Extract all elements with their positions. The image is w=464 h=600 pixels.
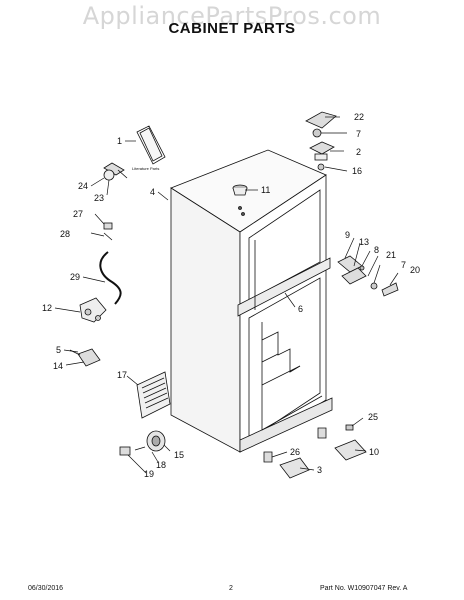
- footer-part-number: Part No. W10907047 Rev. A: [320, 585, 408, 592]
- callout-3: 3: [317, 465, 322, 475]
- footer-date: 06/30/2016: [28, 585, 64, 592]
- callout-16: 16: [352, 166, 362, 176]
- callout-23: 23: [94, 193, 104, 203]
- callout-9: 9: [345, 230, 350, 240]
- callout-19: 19: [144, 469, 154, 479]
- callout-11: 11: [261, 185, 270, 195]
- callout-7a: 7: [356, 129, 361, 139]
- callout-8: 8: [374, 245, 379, 255]
- top-hinge-assembly: [305, 111, 337, 171]
- callout-26: 26: [290, 447, 300, 457]
- callout-1: 1: [117, 136, 122, 146]
- water-line-parts: [99, 222, 122, 305]
- part-17-cover: [136, 371, 171, 419]
- callout-28: 28: [60, 229, 70, 239]
- callout-labels: 1 2 3 4 5 6 7 7 8 9 10 11 12 13 14 15 16…: [42, 112, 420, 479]
- callout-21: 21: [386, 250, 396, 260]
- page-title: CABINET PARTS: [168, 20, 296, 37]
- callout-15: 15: [174, 450, 184, 460]
- literature-booklet: [136, 125, 166, 165]
- callout-25: 25: [368, 412, 378, 422]
- callout-13: 13: [359, 237, 369, 247]
- callout-12: 12: [42, 303, 52, 313]
- callout-14: 14: [53, 361, 63, 371]
- wheel-parts: [119, 430, 166, 456]
- literature-label: Literature Parts: [132, 166, 159, 171]
- footer-page-number: 2: [229, 585, 233, 592]
- callout-22: 22: [354, 112, 364, 122]
- leveling-parts: [263, 424, 367, 479]
- callout-27: 27: [73, 209, 83, 219]
- callout-17: 17: [117, 370, 127, 380]
- callout-7b: 7: [401, 260, 406, 270]
- part-11-plug: [232, 184, 248, 216]
- callout-5: 5: [56, 345, 61, 355]
- water-valve-parts: [103, 162, 128, 181]
- callout-18: 18: [156, 460, 166, 470]
- callout-29: 29: [70, 272, 80, 282]
- callout-20: 20: [410, 265, 420, 275]
- callout-6: 6: [298, 304, 303, 314]
- watermark: AppliancePartsPros.com: [82, 2, 382, 30]
- callout-2: 2: [356, 147, 361, 157]
- callout-24: 24: [78, 181, 88, 191]
- cabinet-body: [170, 149, 333, 453]
- leader-lines: [54, 116, 399, 474]
- part-12-cluster: [79, 297, 107, 323]
- callout-4: 4: [150, 187, 155, 197]
- callout-10: 10: [369, 447, 379, 457]
